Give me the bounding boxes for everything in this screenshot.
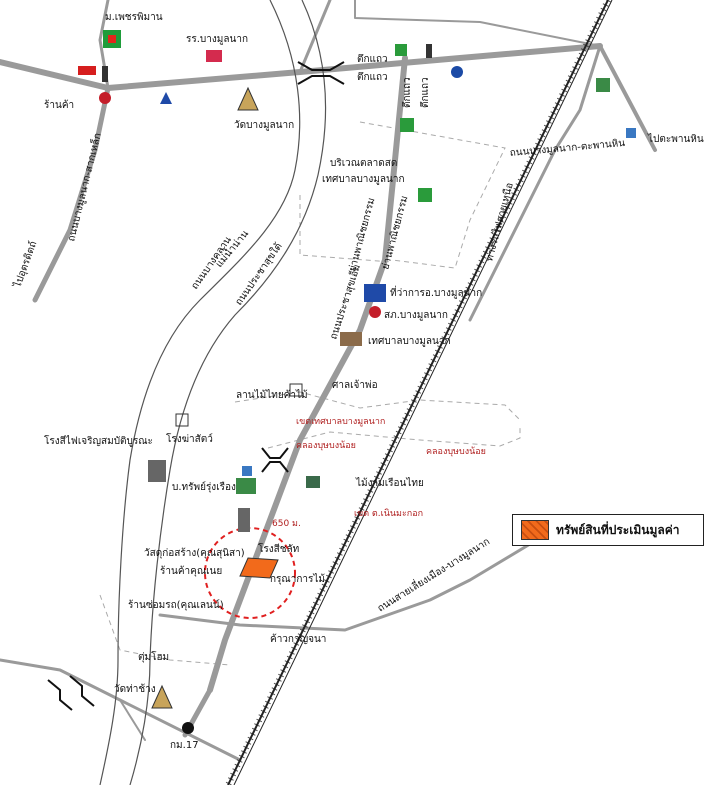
label-police: สภ.บางมูลนาก	[384, 310, 448, 321]
municipal-office-icon	[340, 332, 362, 346]
label-timber-yard: ไม้งามเรือนไทย	[355, 477, 424, 489]
police-station-icon	[369, 306, 381, 318]
label-km-marker: กม.17	[170, 740, 199, 751]
gas-station-icon-2	[451, 66, 463, 78]
label-temple-small: ศาลเจ้าพ่อ	[332, 379, 378, 391]
label-saw-mill: ลานไม้ไทยค้าไม้	[236, 389, 308, 401]
label-road-left-top: ถนนบางมูลนาก-สากเหล็ก	[63, 131, 104, 242]
railway	[225, 0, 613, 785]
seven-eleven-icon-top	[395, 44, 407, 56]
label-right-road-dir: ไปตะพานหิน	[647, 133, 704, 145]
legend-label: ทรัพย์สินที่ประเมินมูลค่า	[556, 522, 680, 537]
label-ice-factory: โรงฆ่าสัตว์	[166, 432, 213, 445]
label-distance: 650 ม.	[272, 519, 301, 529]
label-school: รร.บางมูลนาก	[186, 34, 248, 45]
building-icon	[238, 508, 250, 532]
company-icon	[236, 478, 256, 494]
label-tambon-boundary: เขต ต.เนินมะกอก	[354, 508, 423, 519]
label-cement-shop: วัสดุก่อสร้าง(คุณสุนิสา)	[144, 547, 245, 559]
label-bldg3: ตึกแถว	[401, 77, 413, 108]
zone-areas	[99, 121, 521, 666]
label-company: บ.ทรัพย์รุ่งเรือง	[172, 481, 236, 493]
label-rice-mill-right: โรงสีชลัท	[258, 542, 299, 555]
label-road-bottom-right: ถนนสายเลี่ยงเมือง-บางมูลนาก	[374, 534, 492, 615]
map-legend: ทรัพย์สินที่ประเมินมูลค่า	[512, 514, 704, 546]
slaughterhouse-icon	[175, 413, 189, 427]
label-sign-top: ม.เพชรพิมาน	[105, 12, 163, 23]
label-bldg4: ตึกแถว	[419, 77, 431, 108]
sign-icon	[78, 66, 96, 75]
sawmill-icon	[289, 383, 303, 397]
timber-icon	[306, 476, 320, 488]
gas-station-icon	[160, 92, 172, 104]
river	[99, 0, 327, 785]
label-road-left-edge: ไปอุตรดิตถ์	[11, 240, 39, 290]
temple-bottom-icon	[151, 684, 173, 709]
label-area-1: ย่านพาณิชยกรรม	[347, 197, 377, 273]
label-rice-mill-left: โรงสีไฟเจริญสมบัติบูรณะ	[44, 434, 153, 447]
label-bldg1: ตึกแถว	[357, 53, 388, 65]
label-bldg2: ตึกแถว	[357, 71, 388, 83]
roads	[0, 0, 657, 762]
label-shop-left: ร้านค้า	[44, 99, 74, 111]
store-icon-inner	[108, 35, 116, 43]
water-tank-icon	[242, 466, 252, 476]
map-icons	[78, 30, 636, 709]
label-temple-top: วัดบางมูลนาก	[234, 120, 294, 131]
government-office-icon	[364, 284, 386, 302]
tree-icon	[596, 78, 610, 92]
flag-icon	[206, 50, 222, 62]
seven-eleven-icon	[400, 118, 414, 132]
factory-icon	[148, 460, 166, 482]
label-karunakorn: กรุณาการไม้	[270, 573, 325, 585]
label-repair-shop: ร้านซ่อมรถ(คุณเลนน์)	[128, 599, 224, 611]
traffic-light-icon-2	[426, 44, 432, 58]
bridges	[47, 61, 345, 711]
label-market-2: เทศบาลบางมูลนาก	[322, 174, 405, 185]
label-temple-bottom-road: ตุ่มโฮม	[138, 650, 169, 663]
label-canal-2: คลองบุษบงน้อย	[426, 446, 486, 457]
subject-parcel	[239, 557, 279, 579]
label-canal-1: คลองบุษบงน้อย	[296, 440, 356, 451]
label-right-road-top: ถนนบางมูลนาก-ตะพานหิน	[509, 138, 625, 159]
label-shop-khun: ร้านค้าคุณเนย	[160, 565, 222, 577]
label-municipal-boundary: เขตเทศบาลบางมูลนาก	[296, 417, 385, 427]
legend-swatch	[521, 520, 549, 540]
km-marker-dot	[182, 722, 194, 734]
police-icon	[99, 92, 111, 104]
seven-eleven-icon-2	[418, 188, 432, 202]
traffic-light-icon	[102, 66, 108, 82]
label-municipality: เทศบาลบางมูลนาก	[368, 336, 451, 347]
temple-icon	[237, 86, 259, 111]
label-road-prachasuk: ถนนประชาสุขใต้	[233, 241, 285, 308]
water-icon	[626, 128, 636, 138]
label-railway: ทางรถไฟสายเหนือ	[483, 181, 516, 262]
label-market-1: บริเวณตลาดสด	[330, 158, 397, 169]
label-amphoe-office: ที่ว่าการอ.บางมูลนาก	[390, 285, 482, 299]
label-shop-bottom: ค้าวกาญจนา	[270, 633, 326, 645]
label-temple-bottom: วัดท่าช้าง	[114, 683, 156, 695]
